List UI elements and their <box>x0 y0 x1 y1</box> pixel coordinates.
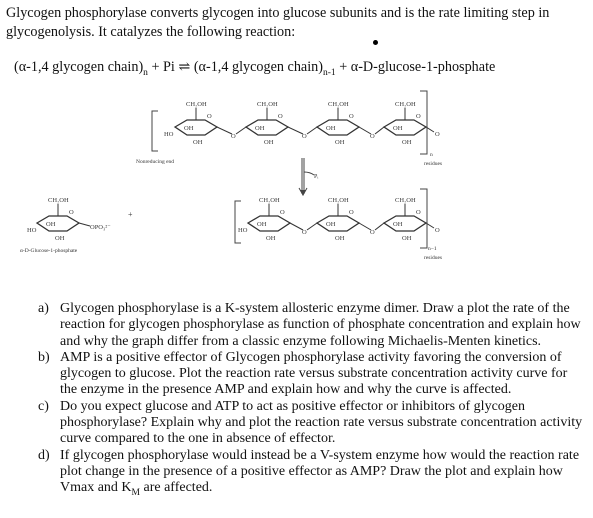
glycogen-phosphorolysis-figure: CH₂OH CH₂OH CH₂OH CH₂OH O O O O OH OH OH… <box>20 90 442 261</box>
ring-oxygen-label: O <box>69 209 74 216</box>
oh-label: OH <box>266 235 276 242</box>
oh-label: OH <box>393 221 403 228</box>
glycosidic-oxygen-label: O <box>435 227 440 234</box>
residues-label: residues <box>424 161 442 167</box>
plus-sign: + <box>128 210 133 219</box>
question-list: a)Glycogen phosphorylase is a K-system a… <box>38 301 583 501</box>
oh-label: OH <box>255 125 265 132</box>
oh-label: OH <box>393 125 403 132</box>
question-b: b)AMP is a positive effector of Glycogen… <box>38 349 568 398</box>
oh-label: OH <box>46 221 56 228</box>
repeat-count-n-minus-1: n−1 <box>428 246 437 252</box>
phosphate-group-label: OPO₃²⁻ <box>90 224 111 231</box>
bullet-dot <box>373 40 378 45</box>
glycosidic-oxygen-label: O <box>435 131 440 138</box>
ho-label: HO <box>238 227 248 234</box>
phosphate-label: Pᵢ <box>314 174 318 180</box>
oh-label: OH <box>257 221 267 228</box>
ch2oh-label: CH₂OH <box>395 197 416 204</box>
glucose-1-phosphate-label: α-D-Glucose-1-phosphate <box>20 248 78 254</box>
ring-oxygen-label: O <box>416 209 421 216</box>
question-d: d)If glycogen phosphorylase would instea… <box>38 447 580 499</box>
ring-oxygen-label: O <box>416 113 421 120</box>
reaction-equation: (α-1,4 glycogen chain)n + Pi ⇌ (α-1,4 gl… <box>14 59 496 78</box>
ch2oh-label: CH₂OH <box>328 197 349 204</box>
oh-label: OH <box>326 221 336 228</box>
oh-label: OH <box>184 125 194 132</box>
ho-label: HO <box>27 227 37 234</box>
oh-label: OH <box>402 139 412 146</box>
glycosidic-oxygen-label: O <box>370 133 375 140</box>
oh-label: OH <box>335 235 345 242</box>
glycosidic-oxygen-label: O <box>231 133 236 140</box>
residues-label: residues <box>424 255 442 261</box>
ring-oxygen-label: O <box>349 209 354 216</box>
glycosidic-oxygen-label: O <box>370 229 375 236</box>
question-a: a)Glycogen phosphorylase is a K-system a… <box>38 301 581 349</box>
ho-label: HO <box>164 131 174 138</box>
question-c: c)Do you expect glucose and ATP to act a… <box>38 398 583 447</box>
repeat-count-n: n <box>430 152 433 158</box>
glycosidic-oxygen-label: O <box>302 133 307 140</box>
oh-label: OH <box>55 235 65 242</box>
ch2oh-label: CH₂OH <box>259 197 280 204</box>
ring-oxygen-label: O <box>278 113 283 120</box>
glycosidic-oxygen-label: O <box>302 229 307 236</box>
oh-label: OH <box>326 125 336 132</box>
ch2oh-label: CH₂OH <box>395 101 416 108</box>
ch2oh-label: CH₂OH <box>186 101 207 108</box>
oh-label: OH <box>193 139 203 146</box>
oh-label: OH <box>402 235 412 242</box>
ch2oh-label: CH₂OH <box>48 197 69 204</box>
ring-oxygen-label: O <box>207 113 212 120</box>
glucose-1-phosphate-ring <box>35 204 91 232</box>
oh-label: OH <box>264 139 274 146</box>
intro-paragraph: Glycogen phosphorylase converts glycogen… <box>6 5 550 40</box>
ring-oxygen-label: O <box>349 113 354 120</box>
nonreducing-end-label: Nonreducing end <box>136 159 174 165</box>
oh-label: OH <box>335 139 345 146</box>
ring-oxygen-label: O <box>280 209 285 216</box>
ch2oh-label: CH₂OH <box>328 101 349 108</box>
ch2oh-label: CH₂OH <box>257 101 278 108</box>
